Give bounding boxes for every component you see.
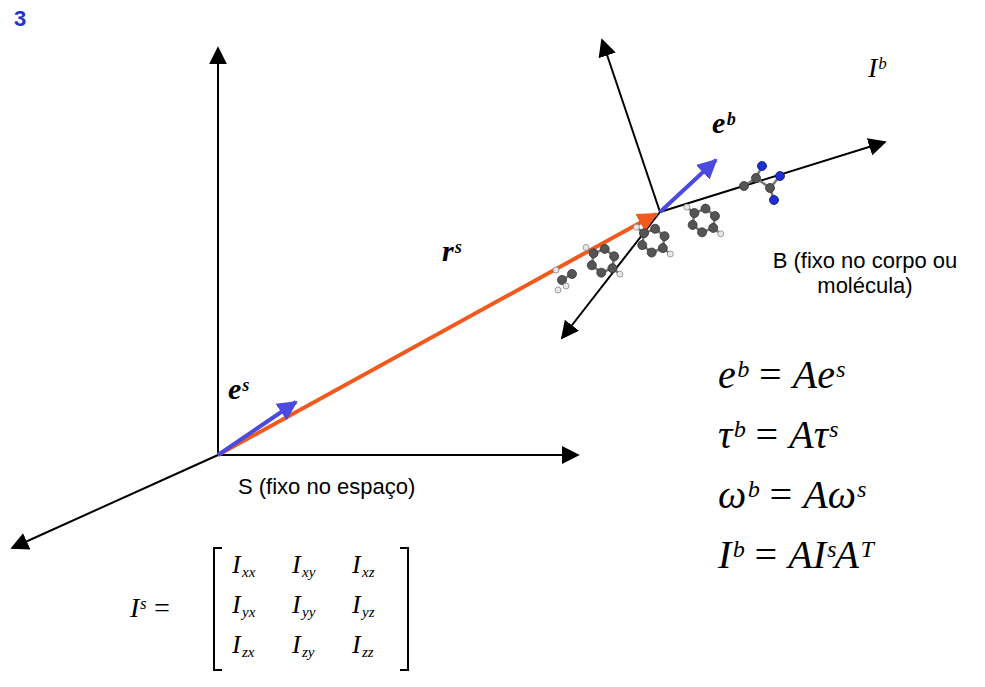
- frame-caption: B (fixo no corpo ou molécula): [752, 248, 978, 299]
- equation: ωᵇ = Aωˢ: [718, 472, 864, 518]
- equation: τᵇ = Aτˢ: [718, 412, 837, 458]
- vector-label: rˢ: [442, 234, 461, 269]
- space-frame-axes: [12, 48, 578, 548]
- frame-caption: S (fixo no espaço): [238, 474, 415, 499]
- tensor-symbol: Iᵇ: [868, 52, 885, 84]
- matrix-subscript: xz: [362, 564, 375, 581]
- matrix-entry: I: [292, 590, 301, 620]
- vector-label: eˢ: [228, 372, 248, 407]
- matrix-entry: I: [352, 630, 361, 660]
- matrix-entry: I: [292, 550, 301, 580]
- molecule-model: [553, 162, 785, 294]
- matrix-entry: I: [232, 590, 241, 620]
- matrix-subscript: zy: [302, 644, 315, 661]
- vector-label: eᵇ: [712, 106, 734, 141]
- position-vector: [218, 214, 656, 455]
- matrix-entry: I: [352, 590, 361, 620]
- matrix-subscript: xy: [302, 564, 315, 581]
- matrix-subscript: zx: [242, 644, 255, 661]
- matrix-entry: I: [292, 630, 301, 660]
- equation: Iˢ =: [130, 592, 171, 624]
- matrix-brackets: [214, 548, 408, 670]
- equation: eᵇ = Aeˢ: [718, 352, 843, 398]
- equation: Iᵇ = AIˢAᵀ: [718, 532, 874, 578]
- matrix-entry: I: [232, 630, 241, 660]
- matrix-entry: I: [352, 550, 361, 580]
- space-unit-vector: [218, 402, 296, 455]
- matrix-subscript: yz: [362, 604, 375, 621]
- body-unit-vector: [660, 160, 716, 212]
- matrix-subscript: zz: [362, 644, 374, 661]
- slide-number: 3: [14, 6, 26, 31]
- matrix-entry: I: [232, 550, 241, 580]
- matrix-subscript: yx: [242, 604, 255, 621]
- matrix-subscript: yy: [302, 604, 315, 621]
- matrix-subscript: xx: [242, 564, 255, 581]
